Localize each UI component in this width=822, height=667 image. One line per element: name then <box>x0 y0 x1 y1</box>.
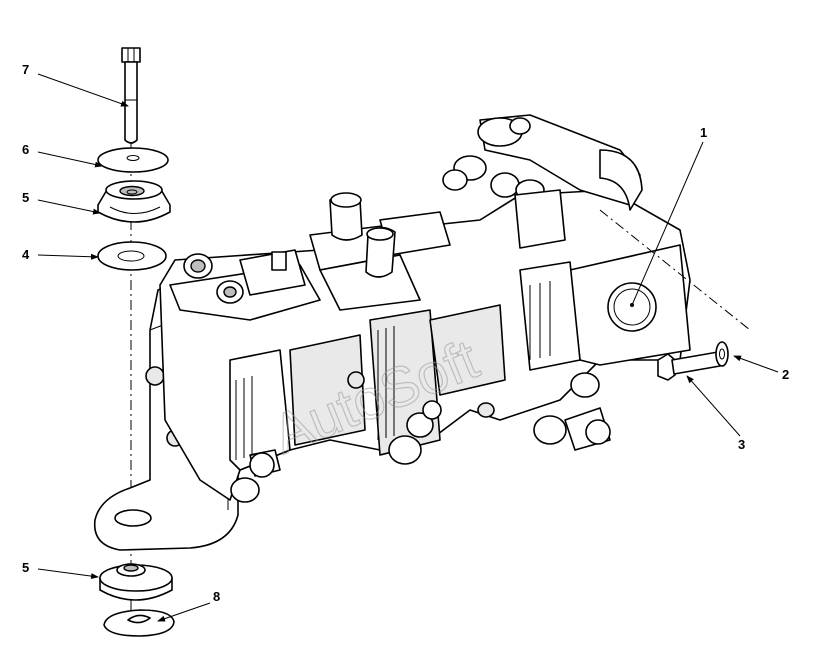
callout-3: 3 <box>738 437 745 452</box>
bolt-part-3 <box>657 351 721 381</box>
leader-6 <box>37 151 103 168</box>
valve-assembly <box>159 114 691 503</box>
callout-4: 4 <box>22 247 30 262</box>
washer-part-2 <box>715 341 729 367</box>
callout-5-upper: 5 <box>22 190 29 205</box>
callout-2: 2 <box>782 367 789 382</box>
leader-8 <box>157 602 211 622</box>
washer-part-6 <box>97 147 169 173</box>
leader-5-upper <box>37 199 101 215</box>
leader-1 <box>631 141 704 306</box>
bolt-part-7 <box>121 47 141 144</box>
callout-7: 7 <box>22 62 29 77</box>
callout-5-lower: 5 <box>22 560 29 575</box>
leader-7 <box>37 73 129 107</box>
leader-2 <box>733 355 779 373</box>
callout-8: 8 <box>213 589 220 604</box>
washer-part-4 <box>97 241 167 271</box>
isolator-part-5-upper <box>97 180 171 223</box>
leader-4 <box>37 253 99 260</box>
callout-6: 6 <box>22 142 29 157</box>
bolt-centerline <box>599 209 751 331</box>
isolator-part-5-lower <box>99 563 173 601</box>
callout-1: 1 <box>700 125 707 140</box>
leader-3 <box>686 375 741 437</box>
clip-part-8 <box>103 609 175 637</box>
leader-5-lower <box>37 568 99 580</box>
